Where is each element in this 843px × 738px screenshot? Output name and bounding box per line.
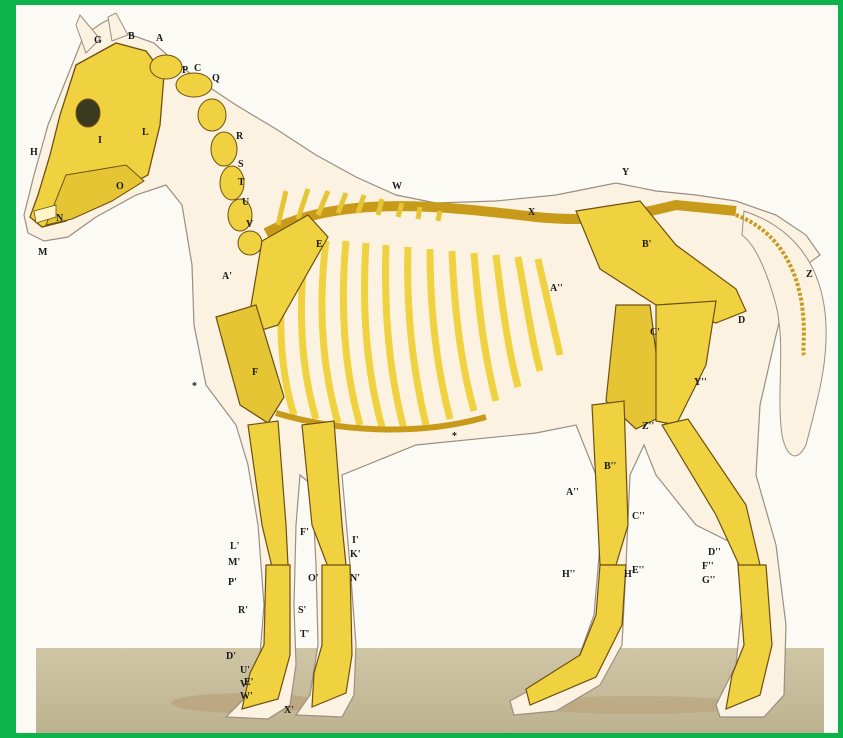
bone-label-i1: I' <box>352 535 359 546</box>
bone-label-a2: A'' <box>566 487 579 498</box>
bone-label-r: R <box>236 131 244 142</box>
bone-label-o1: O' <box>308 573 319 584</box>
bone-label-g: G <box>94 35 102 46</box>
ground <box>36 648 824 733</box>
bone-label-s: S <box>238 159 244 170</box>
bone-label-l: L <box>142 127 149 138</box>
bone-label-h2: H'' <box>562 569 576 580</box>
bone-label-p1: P' <box>228 577 237 588</box>
bone-label-q: Q <box>212 73 220 84</box>
eye-orbit <box>76 99 100 127</box>
bone-label-i: I <box>98 135 102 146</box>
bone-label-y2: Y'' <box>694 377 707 388</box>
bone-label-p: P <box>182 65 188 76</box>
bone-label-o: O <box>116 181 124 192</box>
bone-label-c: C <box>194 63 201 74</box>
bone-label-s1: S' <box>298 605 307 616</box>
bone-label-u1: U' <box>240 665 250 676</box>
bone-label-star2: * <box>452 431 457 442</box>
bone-label-e2: E'' <box>632 565 644 576</box>
bone-label-h: H <box>30 147 38 158</box>
bone-label-a: A <box>156 33 164 44</box>
bone-label-z: Z <box>806 269 813 280</box>
bone-label-u: U <box>242 197 249 208</box>
bone-label-z2: Z'' <box>642 421 654 432</box>
bone-label-b: B <box>128 31 135 42</box>
bone-label-v1: V' <box>240 679 250 690</box>
bone-label-d1: D' <box>226 651 236 662</box>
bone-label-a2b: A'' <box>550 283 563 294</box>
bone-label-w1: W' <box>240 691 253 702</box>
bone-label-l1: L' <box>230 541 240 552</box>
bone-label-v: V <box>246 219 254 230</box>
bone-label-b2: B'' <box>604 461 616 472</box>
bone-label-e: E <box>316 239 323 250</box>
bone-label-d: D <box>738 315 745 326</box>
bone-label-w: W <box>392 181 402 192</box>
bone-label-c2: C'' <box>632 511 645 522</box>
bone-label-f2: F'' <box>702 561 714 572</box>
bone-label-y: Y <box>622 167 630 178</box>
bone-label-x1: X' <box>284 705 294 716</box>
horse-skeleton-illustration: ABCDEFGHILMNOPQRSTUVWXYZA'B'C'D'E'F'H'I'… <box>16 5 838 733</box>
bone-label-t: T <box>238 177 245 188</box>
bone-label-d2: D'' <box>708 547 721 558</box>
bone-label-a1: A' <box>222 271 232 282</box>
bone-label-r1: R' <box>238 605 248 616</box>
bone-label-star1: * <box>192 381 197 392</box>
bone-label-n: N <box>56 213 64 224</box>
bone-label-t1: T' <box>300 629 310 640</box>
bone-label-f1: F' <box>300 527 309 538</box>
bone-label-f: F <box>252 367 258 378</box>
bone-label-n1: N' <box>350 573 360 584</box>
bone-label-m1: M' <box>228 557 240 568</box>
bone-label-b1: B' <box>642 239 652 250</box>
bone-label-x: X <box>528 207 536 218</box>
bone-label-c1: C' <box>650 327 660 338</box>
bone-label-m: M <box>38 247 48 258</box>
bone-label-g2: G'' <box>702 575 716 586</box>
bone-label-k1: K' <box>350 549 361 560</box>
